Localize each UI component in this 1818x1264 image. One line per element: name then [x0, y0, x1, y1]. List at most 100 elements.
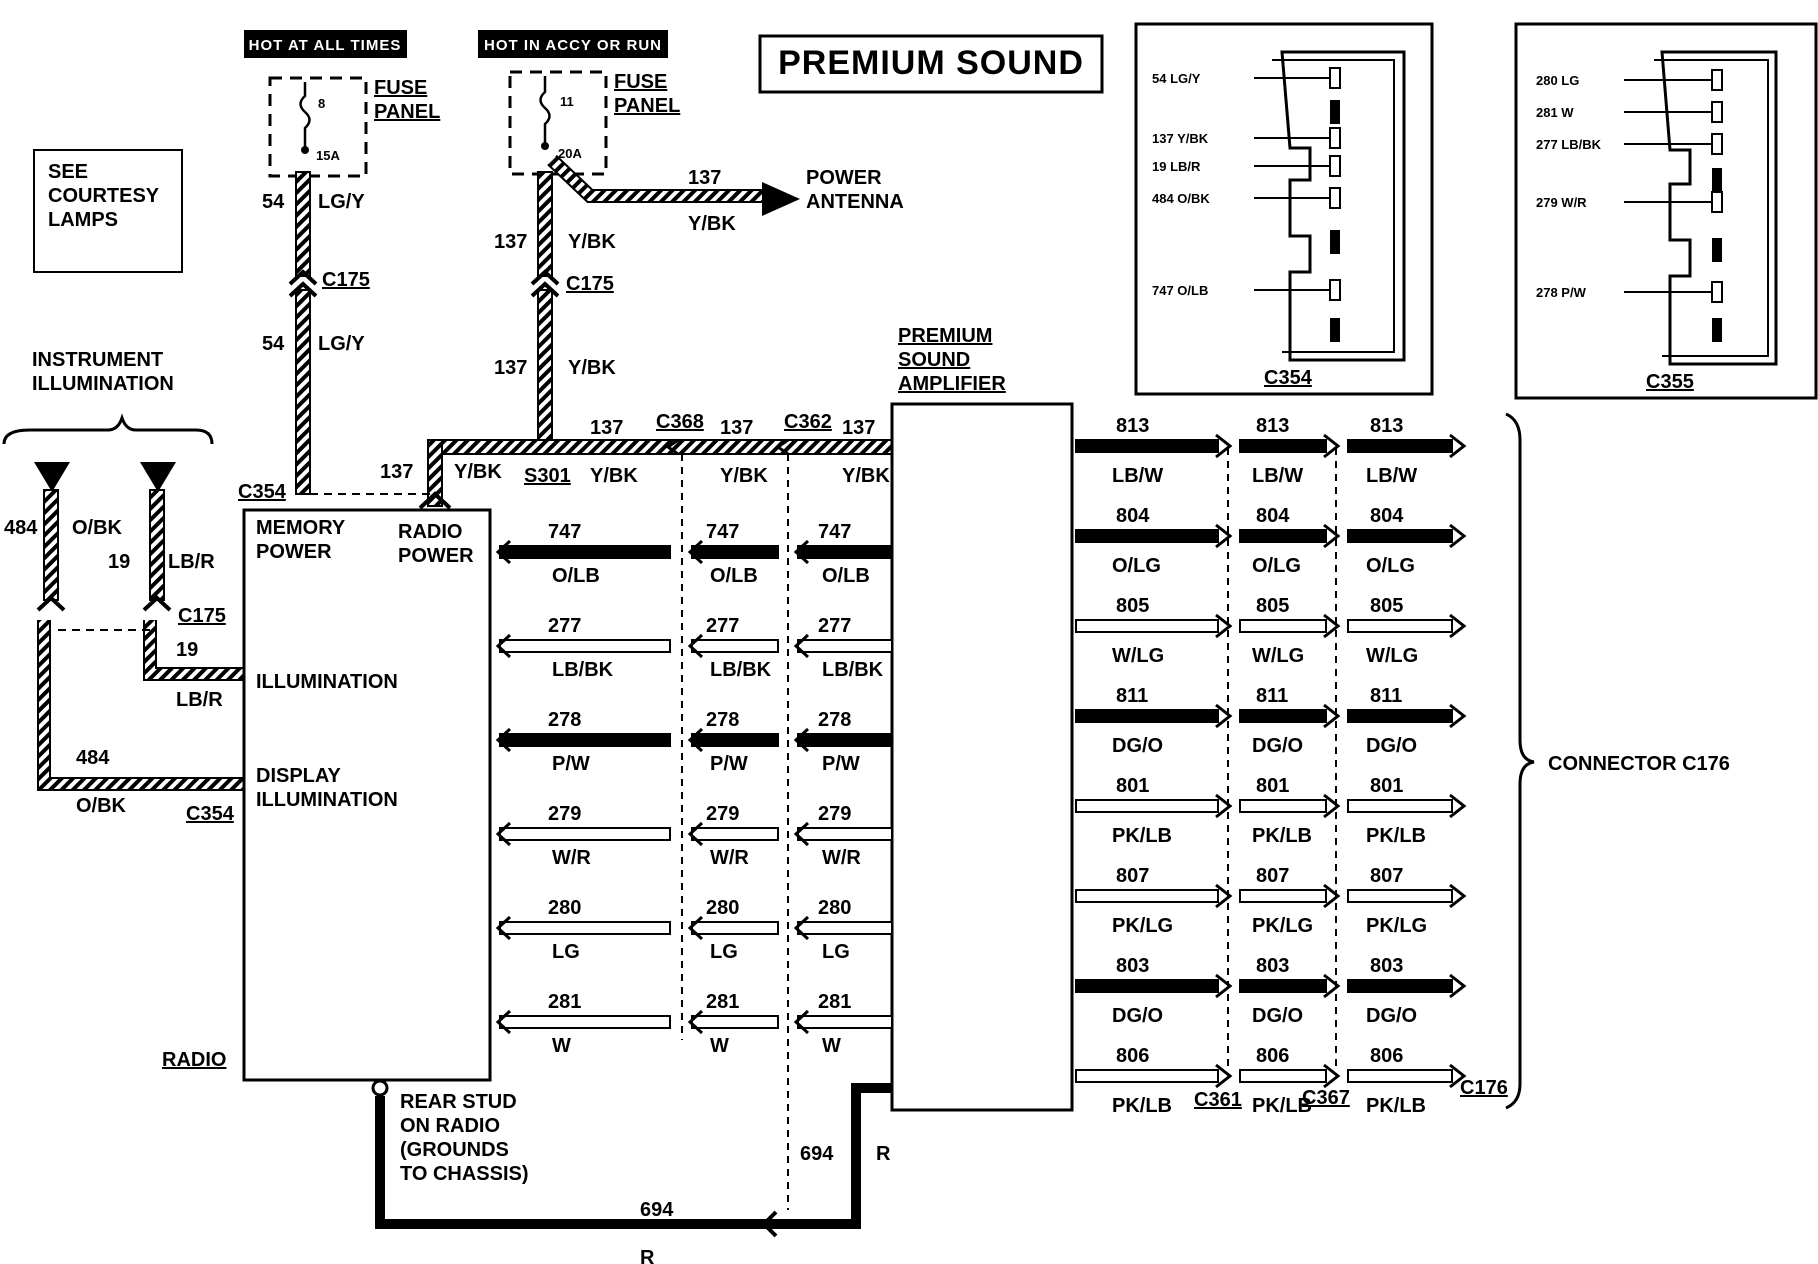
pin-block — [1712, 168, 1722, 192]
wire-terminal — [1449, 433, 1467, 459]
svg-text:ILLUMINATION: ILLUMINATION — [32, 373, 174, 395]
pin-block — [1330, 100, 1340, 124]
wire-circuit: 747 — [706, 521, 739, 543]
wire-circuit: 811 — [1256, 685, 1288, 707]
connector-dashes — [681, 448, 1337, 1210]
wire-terminal — [1215, 973, 1233, 999]
wire-terminal — [793, 821, 810, 847]
wire-terminal — [793, 727, 810, 753]
wire-circuit: 803 — [1116, 955, 1149, 977]
pin-block — [1330, 318, 1340, 342]
wire-circuit: 281 — [548, 991, 581, 1013]
wire-terminal — [1323, 613, 1341, 639]
premium-sound-amplifier: PREMIUM SOUND AMPLIFIER — [890, 325, 1074, 1112]
wire-color: LG — [552, 941, 580, 963]
wire-circuit: 807 — [1256, 865, 1289, 887]
wire-circuit: 803 — [1256, 955, 1289, 977]
wire-137-radio-power — [427, 439, 443, 507]
wire-color: P/W — [710, 753, 748, 775]
svg-text:ON RADIO: ON RADIO — [400, 1115, 500, 1137]
wire-color: W — [822, 1035, 841, 1057]
fuse-hot-at-all-times: HOT AT ALL TIMES 8 15A FUSE PANEL — [244, 30, 440, 178]
svg-text:MEMORY: MEMORY — [256, 517, 346, 539]
svg-text:CONNECTOR C176: CONNECTOR C176 — [1548, 753, 1730, 775]
svg-text:POWER: POWER — [256, 541, 332, 563]
wire-circuit: 280 — [818, 897, 851, 919]
pin-cavity — [1329, 127, 1341, 149]
wire-color: DG/O — [1112, 1005, 1163, 1027]
svg-text:LB/R: LB/R — [176, 689, 223, 711]
wire-circuit: 804 — [1256, 505, 1290, 527]
wire-color: W/R — [822, 847, 861, 869]
wire-terminal — [1323, 973, 1341, 999]
wire-811 — [1239, 709, 1327, 723]
svg-text:O/BK: O/BK — [76, 795, 127, 817]
wire-color: LB/W — [1252, 465, 1303, 487]
wire-terminal — [495, 727, 512, 753]
wire-54-lower — [295, 289, 311, 495]
wire-801 — [1347, 799, 1453, 813]
connector-c176: C176 — [1460, 1077, 1508, 1099]
wire-circuit: 806 — [1116, 1045, 1149, 1067]
wire-terminal — [687, 727, 704, 753]
wire-813 — [1347, 439, 1453, 453]
fuse-number: 8 — [318, 96, 325, 111]
pin-label: 484 O/BK — [1152, 191, 1210, 206]
wire-circuit: 801 — [1370, 775, 1403, 797]
wire-color: PK/LB — [1252, 825, 1312, 847]
see-courtesy-lamps-box: SEE COURTESY LAMPS — [33, 149, 183, 273]
wire-circuit: 804 — [1116, 505, 1150, 527]
wire-color: O/LB — [552, 565, 600, 587]
wire-circuit: 811 — [1116, 685, 1148, 707]
wire-color: W — [710, 1035, 729, 1057]
wire-terminal — [1323, 793, 1341, 819]
wire-137-upper — [537, 171, 553, 277]
svg-text:AMPLIFIER: AMPLIFIER — [898, 373, 1006, 395]
wire-circuit: 813 — [1116, 415, 1149, 437]
svg-text:POWER: POWER — [806, 167, 882, 189]
wire-280 — [797, 921, 893, 935]
fuse-header: HOT AT ALL TIMES — [249, 37, 402, 54]
wire-terminal — [687, 539, 704, 565]
pin-cavity — [1329, 155, 1341, 177]
wire-277 — [797, 639, 893, 653]
wire-811 — [1075, 709, 1219, 723]
wire-color: DG/O — [1252, 735, 1303, 757]
wire-color: PK/LB — [1112, 825, 1172, 847]
wire-circuit: 280 — [548, 897, 581, 919]
fuse-panel-label: FUSE — [374, 77, 427, 99]
wire-terminal — [793, 1009, 810, 1035]
svg-text:(GROUNDS: (GROUNDS — [400, 1139, 509, 1161]
wire-color: DG/O — [1112, 735, 1163, 757]
wire-circuit: 747 — [818, 521, 851, 543]
wire-terminal — [495, 1009, 512, 1035]
pin-cavity — [1711, 69, 1723, 91]
svg-text:LAMPS: LAMPS — [48, 209, 118, 231]
wire-terminal — [1323, 523, 1341, 549]
wire-terminal — [1323, 703, 1341, 729]
wire-terminal — [1215, 883, 1233, 909]
svg-text:694: 694 — [800, 1143, 834, 1165]
pin-label: 54 LG/Y — [1152, 71, 1201, 86]
pin-label: 280 LG — [1536, 73, 1579, 88]
wire-279 — [691, 827, 779, 841]
wire-color: P/W — [822, 753, 860, 775]
wire-801 — [1075, 799, 1219, 813]
connector-c354: C354 — [238, 481, 287, 503]
wire-color: W/R — [552, 847, 591, 869]
svg-text:ANTENNA: ANTENNA — [806, 191, 904, 213]
wire-terminal — [495, 539, 512, 565]
connector-c354: C354 — [186, 803, 235, 825]
wire-color: W/LG — [1112, 645, 1164, 667]
wire-terminal — [1449, 523, 1467, 549]
svg-text:694: 694 — [640, 1199, 674, 1221]
svg-text:54: 54 — [262, 333, 285, 355]
fuse-symbol — [299, 82, 311, 150]
svg-text:137: 137 — [494, 231, 527, 253]
wire-terminal — [495, 821, 512, 847]
wire-color: O/LB — [710, 565, 758, 587]
svg-text:137: 137 — [688, 167, 721, 189]
connector-c361: C361 — [1194, 1089, 1242, 1111]
wire-terminal — [1323, 1063, 1341, 1089]
